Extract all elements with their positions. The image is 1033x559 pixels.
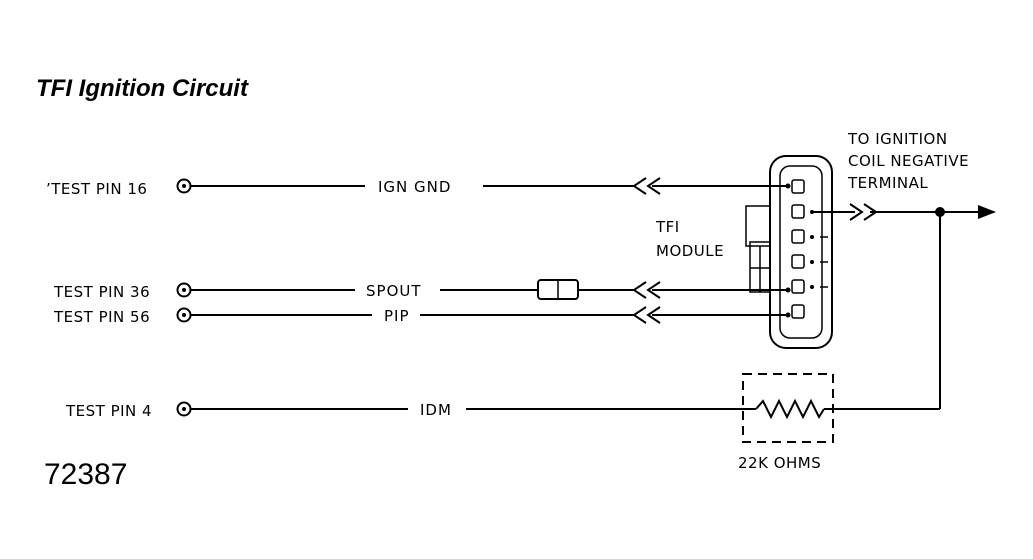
tfi-module-label-line2: MODULE	[656, 242, 724, 260]
test-pin-terminal-56	[176, 307, 192, 323]
coil-label-line2: COIL NEGATIVE	[848, 152, 969, 170]
figure-number: 72387	[44, 458, 127, 491]
connector-chevrons-spout	[632, 281, 661, 299]
connector-chevrons-pip	[632, 306, 661, 324]
signal-label-idm: IDM	[420, 401, 452, 419]
resistor-22k-symbol	[755, 398, 825, 420]
signal-label-pip: PIP	[384, 307, 410, 325]
tfi-module-label-line1: TFI	[655, 218, 680, 236]
signal-label-ign-gnd: IGN GND	[378, 178, 451, 196]
coil-label-line3: TERMINAL	[847, 174, 928, 192]
diagram-title: TFI Ignition Circuit	[36, 75, 249, 102]
tfi-module-connector	[745, 155, 840, 349]
coil-label-line1: TO IGNITION	[847, 130, 948, 148]
test-pin-terminal-4	[176, 401, 192, 417]
signal-label-spout: SPOUT	[366, 282, 422, 300]
connector-chevrons-ign-gnd	[632, 177, 661, 195]
pin-label-36: TEST PIN 36	[53, 283, 150, 301]
resistor-value-label: 22K OHMS	[738, 454, 821, 472]
pin-label-56: TEST PIN 56	[53, 308, 150, 326]
pin-label-16: ’TEST PIN 16	[46, 180, 147, 198]
test-pin-terminal-16	[176, 178, 192, 194]
arrow-to-coil-icon	[978, 205, 996, 219]
test-pin-terminal-36	[176, 282, 192, 298]
pin-label-4: TEST PIN 4	[65, 402, 152, 420]
spout-connector-plug	[537, 279, 579, 300]
